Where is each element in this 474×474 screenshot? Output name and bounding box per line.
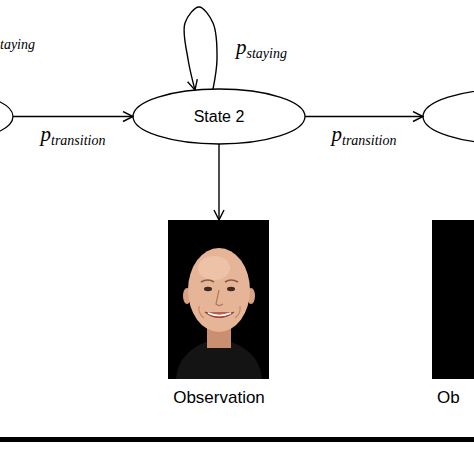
eyebrow xyxy=(225,280,238,282)
transition-arrow xyxy=(305,116,423,117)
cheek-crease xyxy=(235,306,240,318)
probability-label: ptransition xyxy=(41,122,106,149)
teeth xyxy=(208,313,231,316)
self-loop-arrow xyxy=(184,7,217,90)
smile xyxy=(205,312,234,318)
state-ellipse xyxy=(422,88,474,145)
nose xyxy=(216,290,223,306)
state-label: State 2 xyxy=(194,108,245,126)
bottom-rule xyxy=(0,437,474,442)
transition-arrow xyxy=(13,116,133,117)
transition-arrow xyxy=(218,144,219,220)
observation-label: Ob xyxy=(437,388,474,408)
ellipse-shape xyxy=(133,89,305,144)
ellipse-shape xyxy=(0,89,13,144)
observation-label: Observation xyxy=(140,388,298,408)
state-ellipse xyxy=(0,88,14,145)
observation-panel: Ob xyxy=(425,220,474,410)
eyebrow xyxy=(201,280,214,282)
head-highlight xyxy=(198,256,230,280)
head xyxy=(188,248,250,332)
ellipse-outline xyxy=(422,88,474,145)
probability-label: pstaying xyxy=(236,35,287,62)
eye xyxy=(204,287,212,291)
cheek-crease xyxy=(199,306,204,318)
probability-label: ptransition xyxy=(332,122,397,149)
ellipse-shape xyxy=(423,89,474,144)
state-ellipse: State 2 xyxy=(132,88,306,145)
ellipse-outline xyxy=(0,88,14,145)
face-image-frame xyxy=(432,220,474,379)
eye xyxy=(227,287,235,291)
face-illustration xyxy=(168,220,269,379)
probability-label: taying xyxy=(0,37,35,53)
